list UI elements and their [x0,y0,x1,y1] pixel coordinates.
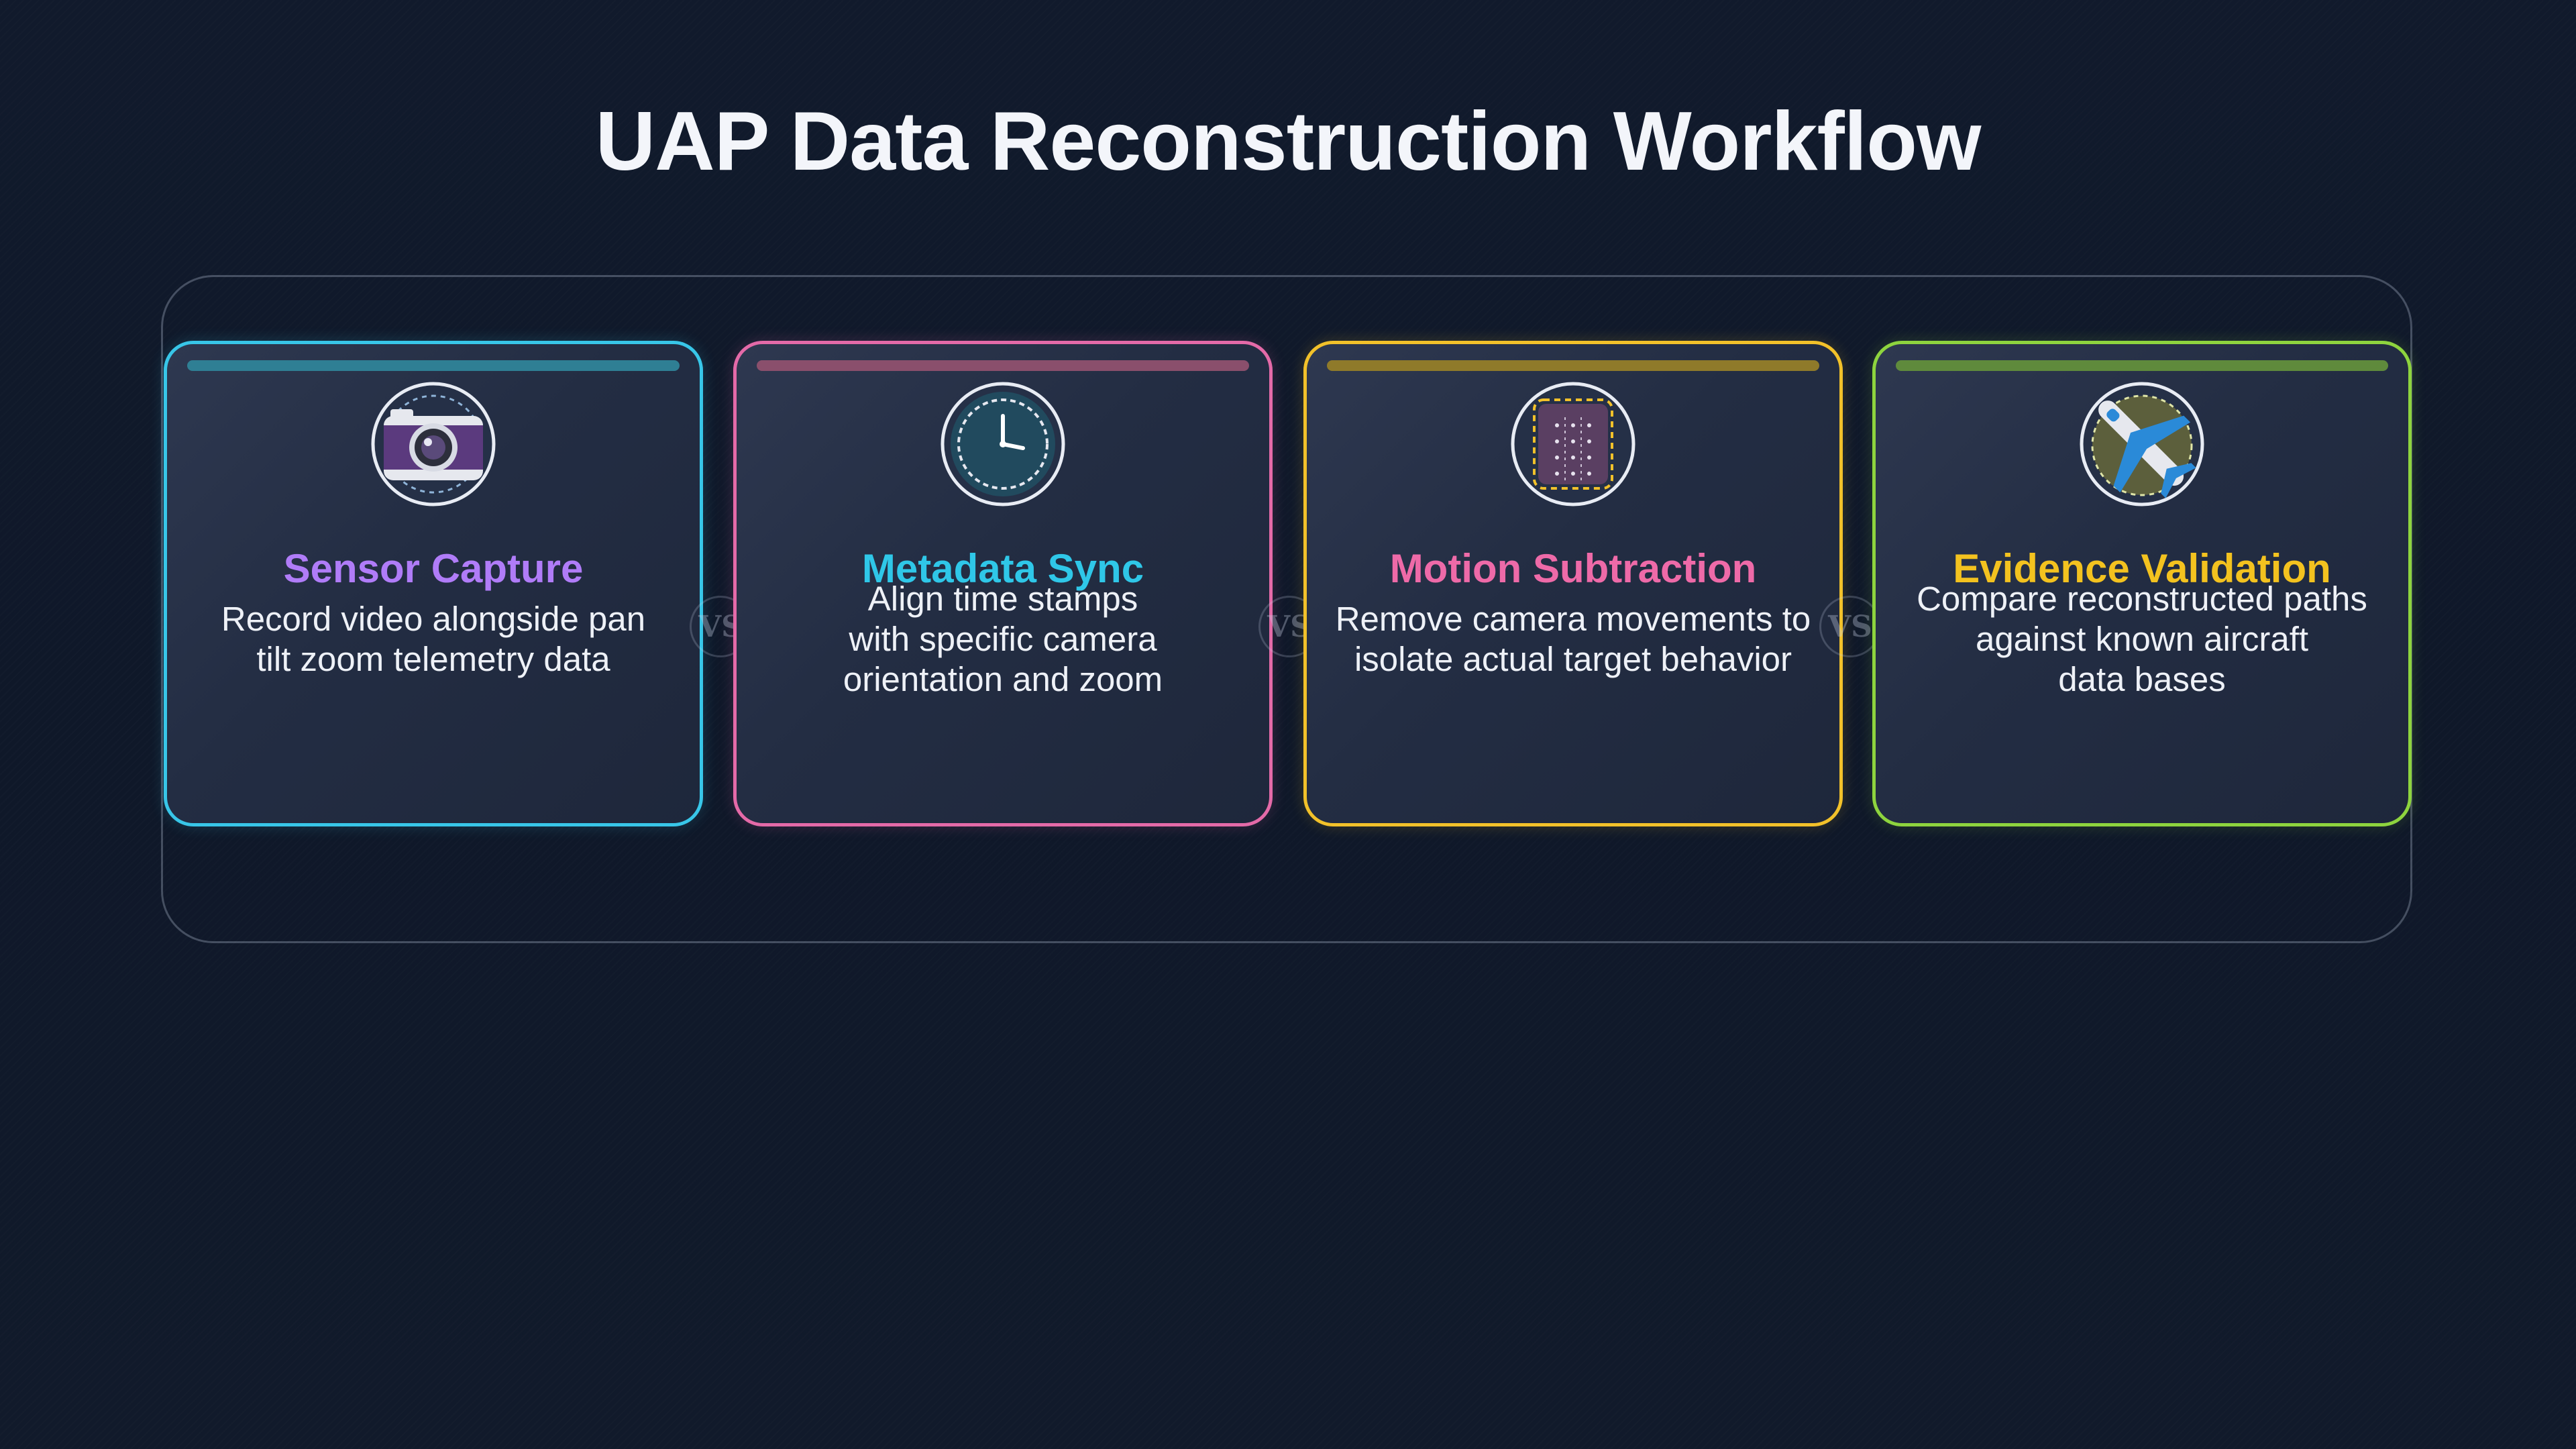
step-title: Metadata Sync [861,546,1144,591]
airplane-icon [2079,381,2205,507]
step-card-sensor-capture: Sensor Capture Record video alongside pa… [164,341,703,826]
card-accent-bar [187,360,680,371]
page-title: UAP Data Reconstruction Workflow [595,95,1982,188]
vs-connector: VS [1819,596,1881,657]
grid-frame-icon [1510,381,1636,507]
step-card-motion-subtraction: Motion Subtraction Remove camera movemen… [1303,341,1843,826]
step-description: Remove camera movements to isolate actua… [1335,600,1811,678]
camera-icon [370,381,496,507]
step-title: Sensor Capture [283,546,584,591]
card-accent-bar [1896,360,2388,371]
card-accent-bar [1327,360,1819,371]
step-description: Align time stamps with specific camera o… [843,580,1163,698]
step-card-metadata-sync: Metadata Sync Align time stamps with spe… [733,341,1273,826]
step-title: Motion Subtraction [1389,546,1757,591]
step-title: Evidence Validation [1953,546,2331,591]
step-card-evidence-validation: Evidence Validation Compare reconstructe… [1872,341,2412,826]
step-description: Compare reconstructed paths against know… [1917,580,2367,698]
clock-icon [940,381,1066,507]
card-accent-bar [757,360,1249,371]
step-description: Record video alongside pan tilt zoom tel… [221,600,646,678]
